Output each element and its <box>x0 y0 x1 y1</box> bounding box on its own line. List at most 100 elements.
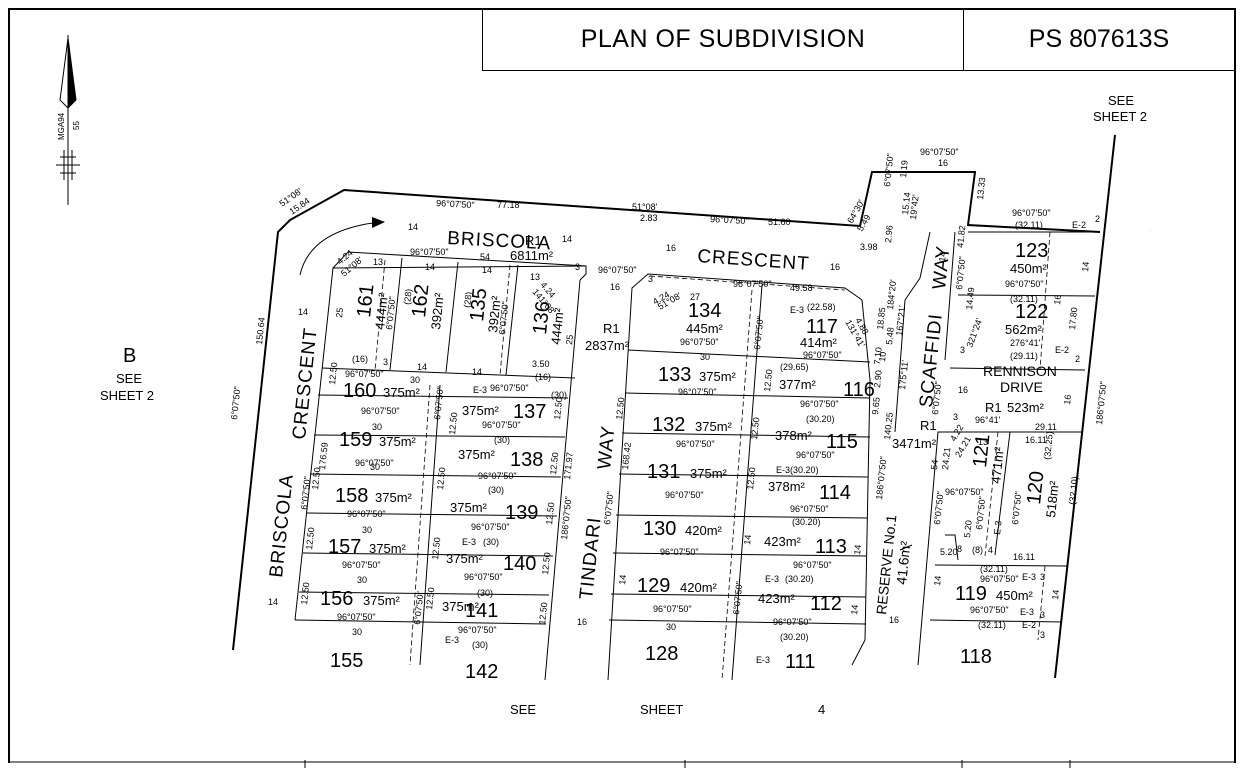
svg-text:6°07'50": 6°07'50" <box>229 386 242 420</box>
lot-number: 133 <box>658 364 691 386</box>
svg-text:(30.20): (30.20) <box>780 632 809 642</box>
svg-text:16: 16 <box>1062 394 1073 405</box>
svg-text:2.96: 2.96 <box>883 225 895 243</box>
lot-area: 518m² <box>1043 479 1062 518</box>
svg-text:E-2: E-2 <box>1072 220 1086 230</box>
svg-text:16: 16 <box>889 615 899 625</box>
svg-text:96°07'50": 96°07'50" <box>665 490 704 500</box>
road-r1-label-b: R1 <box>603 321 620 336</box>
svg-text:8: 8 <box>957 544 962 554</box>
svg-text:E-3: E-3 <box>756 655 770 665</box>
lot-area: 414m² <box>800 335 838 350</box>
easement-lines <box>374 231 1051 681</box>
svg-text:96°07'50": 96°07'50" <box>490 383 529 393</box>
svg-text:12.50: 12.50 <box>749 417 761 440</box>
svg-text:49.58: 49.58 <box>790 283 813 293</box>
plan-number-box: PS 807613S <box>963 8 1236 71</box>
svg-text:321°24': 321°24' <box>964 316 984 348</box>
svg-text:(30): (30) <box>494 435 510 445</box>
lot-number: 116 <box>843 379 875 401</box>
bottom-strip-ticks <box>8 760 1236 768</box>
svg-text:(30): (30) <box>472 640 488 650</box>
lot-number: 120 <box>1023 470 1048 505</box>
svg-text:14: 14 <box>849 604 860 615</box>
lot-number: 140 <box>503 553 536 575</box>
lot-boundaries <box>294 231 1100 681</box>
svg-text:14: 14 <box>298 307 308 317</box>
svg-text:96°07'50": 96°07'50" <box>337 612 376 622</box>
lot-area: 423m² <box>758 591 796 606</box>
street-name-rennison: RENNISON <box>983 363 1057 379</box>
north-arrow-icon: MGA94 55 <box>56 35 81 205</box>
lot-area: 471m² <box>988 445 1007 484</box>
svg-text:96°07'50": 96°07'50" <box>676 439 715 449</box>
svg-text:5.48: 5.48 <box>884 327 896 345</box>
svg-text:(30.20): (30.20) <box>790 465 819 475</box>
svg-text:14: 14 <box>932 575 943 586</box>
svg-text:(32.10): (32.10) <box>1067 476 1080 505</box>
lot-area: 444m² <box>372 291 391 330</box>
svg-text:14: 14 <box>1050 589 1061 600</box>
svg-text:96°07'50": 96°07'50" <box>660 547 699 557</box>
svg-text:(32.11): (32.11) <box>978 620 1006 630</box>
lot-area: 375m² <box>363 593 401 608</box>
svg-text:9.65: 9.65 <box>870 397 882 415</box>
svg-text:19°42': 19°42' <box>908 194 921 221</box>
lot-number: 131 <box>647 461 680 483</box>
svg-text:25: 25 <box>564 334 575 345</box>
svg-text:96°07'50": 96°07'50" <box>482 420 521 430</box>
svg-text:96°07'50": 96°07'50" <box>342 560 381 570</box>
svg-text:30: 30 <box>666 622 676 632</box>
see-ref-bottom-3: 4 <box>818 702 825 717</box>
svg-text:96°41': 96°41' <box>975 415 1001 425</box>
svg-text:30: 30 <box>700 352 710 362</box>
lot-area: 378m² <box>775 428 813 443</box>
svg-text:6°07'50": 6°07'50" <box>1010 491 1023 525</box>
see-ref-top-right-2: SHEET 2 <box>1093 109 1147 124</box>
road-r1-area-b: 2837m² <box>585 338 630 353</box>
svg-text:3: 3 <box>575 262 580 272</box>
lot-number: 121 <box>969 433 994 468</box>
svg-text:3: 3 <box>1040 630 1045 640</box>
svg-text:(28): (28) <box>402 288 414 305</box>
svg-text:96°07'50": 96°07'50" <box>1005 279 1044 289</box>
lot-number: 158 <box>335 485 368 507</box>
road-r1-area-d: 3471m² <box>892 436 937 451</box>
svg-text:12.50: 12.50 <box>327 362 339 385</box>
svg-text:30: 30 <box>372 422 382 432</box>
svg-text:(29.65): (29.65) <box>780 362 809 372</box>
svg-text:96°07'50": 96°07'50" <box>410 247 449 257</box>
svg-text:17.80: 17.80 <box>1067 307 1079 330</box>
svg-text:186°07'50": 186°07'50" <box>1094 381 1108 425</box>
lot-number: 138 <box>510 449 543 471</box>
svg-text:16: 16 <box>938 158 948 168</box>
lot-area: 392m² <box>428 291 447 330</box>
svg-text:29.11: 29.11 <box>1035 422 1057 432</box>
lot-area: 375m² <box>699 369 737 384</box>
svg-text:6°07'50": 6°07'50" <box>497 301 510 335</box>
road-r1-label-a: R1 <box>525 233 542 248</box>
svg-text:14: 14 <box>417 362 427 372</box>
lot-area: 375m² <box>369 541 407 556</box>
lot-area: 392m² <box>485 294 504 333</box>
svg-text:96°07'50": 96°07'50" <box>800 399 839 409</box>
svg-text:51.60: 51.60 <box>768 217 791 227</box>
svg-text:96°07'50": 96°07'50" <box>478 471 517 481</box>
svg-text:16.11: 16.11 <box>1013 552 1035 562</box>
lot-area: 375m² <box>462 403 500 418</box>
lot-area: 375m² <box>458 447 496 462</box>
svg-text:6°07'50": 6°07'50" <box>930 381 943 415</box>
zone-label: 55 <box>72 121 81 130</box>
svg-text:14: 14 <box>937 251 948 262</box>
svg-text:14: 14 <box>617 574 628 585</box>
svg-text:E-3: E-3 <box>776 465 790 475</box>
svg-text:96°07'50": 96°07'50" <box>793 560 832 570</box>
svg-text:6°07'50": 6°07'50" <box>932 491 945 525</box>
lot-number: 113 <box>815 536 847 558</box>
reserve-pointer-line <box>899 544 913 551</box>
svg-text:3: 3 <box>953 412 958 422</box>
lot-area: 375m² <box>446 551 484 566</box>
svg-text:14.49: 14.49 <box>964 287 976 310</box>
arrow-head-icon <box>372 217 385 228</box>
